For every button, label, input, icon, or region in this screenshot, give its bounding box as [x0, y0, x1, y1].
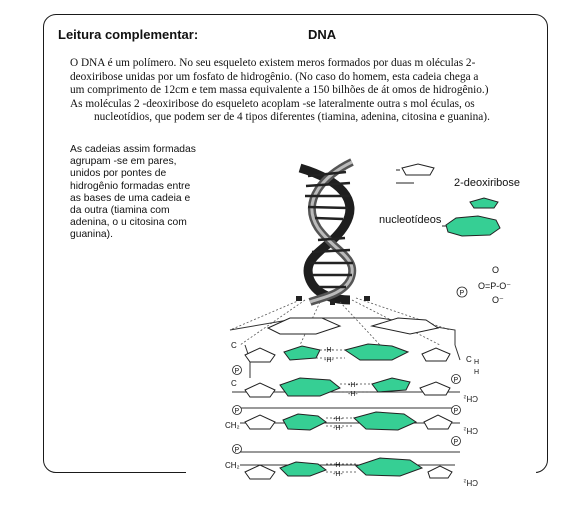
phosphate-marker: P — [451, 436, 461, 446]
phosphate-marker: P — [451, 405, 461, 415]
phosphate-o-top: O — [492, 265, 499, 275]
phosphate-marker: P — [232, 365, 242, 375]
carbon-label: C — [231, 379, 237, 388]
paragraph-line: deoxiribose unidas por um fosfato de hid… — [70, 70, 479, 83]
carbon-label: C — [231, 341, 237, 350]
phosphate-p-label: P — [460, 290, 465, 297]
svg-text:P: P — [454, 439, 459, 446]
base-pair-row — [266, 317, 440, 335]
paragraph-line: nucleotídios, que podem ser de 4 tipos d… — [94, 111, 490, 124]
paragraph-line: O DNA é um polímero. No seu esqueleto ex… — [70, 57, 476, 69]
side-line: agrupam -se em pares, — [70, 156, 177, 168]
ch2-label: CH₂ — [463, 478, 478, 487]
hydrogen-bond-label: -H- — [333, 425, 343, 432]
base-pair-row: -H- -H- C C H H — [231, 341, 479, 376]
nucleotide-label: nucleotídeos — [379, 214, 442, 226]
right-carbon-label: C — [466, 355, 472, 364]
side-line: adenina, o u citosina com — [70, 217, 187, 229]
svg-text:P: P — [454, 408, 459, 415]
side-paragraph: As cadeias assim formadas agrupam -se em… — [70, 144, 220, 242]
hydrogen-bond-label: -H- — [324, 357, 334, 364]
svg-text:P: P — [454, 377, 459, 384]
svg-text:P: P — [235, 408, 240, 415]
hydrogen-bond-label: -H- — [348, 382, 358, 389]
reading-title: Leitura complementar: — [58, 27, 199, 42]
side-line: hidrogênio formadas entre — [70, 180, 191, 192]
phosphate-o-bottom: O⁻ — [492, 295, 504, 305]
ch2-label: CH₂ — [225, 421, 240, 430]
ch2-label: CH₂ — [463, 394, 478, 403]
hydrogen-bond-label: -H- — [324, 347, 334, 354]
phosphate-group-icon: P O O=P-O⁻ O⁻ — [456, 265, 511, 305]
side-line: as bases de uma cadeia e — [70, 192, 191, 204]
side-line: unidos por pontes de — [70, 168, 167, 180]
hydrogen-bond-label: -H- — [333, 416, 343, 423]
phosphate-marker: P — [451, 374, 461, 384]
right-h-label: H — [474, 369, 479, 376]
intro-paragraph: O DNA é um polímero. No seu esqueleto ex… — [70, 57, 518, 125]
base-pair-row: -H- -H- — [244, 377, 451, 398]
base-pair-row: -H- -H- — [244, 411, 453, 432]
paragraph-line: um comprimento de 12cm e tem massa equiv… — [70, 84, 489, 97]
deoxyribose-legend-icon — [396, 163, 435, 184]
deoxyribose-label: 2-deoxiribose — [454, 177, 521, 189]
dna-title: DNA — [308, 27, 337, 42]
base-pair-row: -H- -H- — [244, 457, 453, 480]
phosphate-marker: P — [232, 444, 242, 454]
side-line: da outra (tiamina com — [70, 205, 170, 217]
paragraph-line: As moléculas 2 -deoxiribose do esqueleto… — [70, 97, 475, 110]
phosphate-marker: P — [232, 405, 242, 415]
hydrogen-bond-label: -H- — [333, 462, 343, 469]
helix-base-marks — [296, 296, 370, 305]
ch2-label: CH₂ — [225, 461, 240, 470]
svg-text:P: P — [235, 368, 240, 375]
hydrogen-bond-label: -H- — [348, 391, 358, 398]
right-h-label: H — [474, 359, 479, 366]
side-line: As cadeias assim formadas — [70, 144, 196, 155]
svg-text:P: P — [235, 447, 240, 454]
nucleotide-legend-icon — [442, 197, 501, 237]
ch2-label: CH₂ — [463, 426, 478, 435]
phosphate-formula: O=P-O⁻ — [478, 281, 511, 291]
side-line: guanina). — [70, 229, 113, 241]
hydrogen-bond-label: -H- — [333, 471, 343, 478]
